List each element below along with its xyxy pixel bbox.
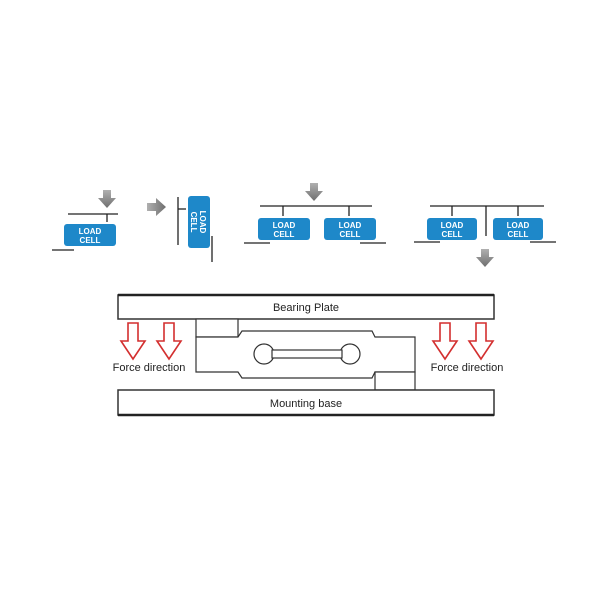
load-cell-line2: CELL xyxy=(80,236,101,245)
binocular-hole-right xyxy=(339,343,361,365)
load-cell-badge: LOAD CELL xyxy=(427,218,477,240)
load-cell-badge: LOAD CELL xyxy=(493,218,543,240)
bottom-spacer xyxy=(374,371,416,391)
binocular-hole-left xyxy=(253,343,275,365)
mounting-base: Mounting base xyxy=(117,389,495,417)
force-arrow-icon xyxy=(155,322,183,361)
load-cell-line2: CELL xyxy=(274,230,295,239)
config-single-top: LOAD CELL xyxy=(52,190,118,251)
load-cell-line2: CELL xyxy=(340,230,361,239)
down-arrow-icon xyxy=(305,183,323,201)
force-arrows-left: Force direction xyxy=(113,322,186,374)
force-arrow-icon xyxy=(467,322,495,361)
load-cell-line1: LOAD xyxy=(198,211,207,234)
load-cell-badge: LOAD CELL xyxy=(258,218,310,240)
force-arrow-icon xyxy=(119,322,147,361)
mounting-detail: Bearing Plate Mounting base Force direct… xyxy=(113,293,504,417)
top-spacer xyxy=(195,318,239,338)
force-arrows-right: Force direction xyxy=(431,322,504,374)
binocular-slot xyxy=(271,349,343,359)
down-arrow-icon xyxy=(476,249,494,267)
force-direction-left-label: Force direction xyxy=(113,362,186,374)
load-cell-badge: LOAD CELL xyxy=(64,224,116,246)
bearing-plate: Bearing Plate xyxy=(117,293,495,320)
load-cell-line1: LOAD xyxy=(79,227,102,236)
config-double-bottom: LOAD CELL LOAD CELL xyxy=(414,205,556,267)
force-direction-right-label: Force direction xyxy=(431,362,504,374)
load-cell-line1: LOAD xyxy=(441,221,464,230)
load-cell-line1: LOAD xyxy=(507,221,530,230)
mounting-base-label: Mounting base xyxy=(270,398,342,410)
right-arrow-icon xyxy=(147,198,166,216)
load-cell-line1: LOAD xyxy=(339,221,362,230)
bearing-plate-label: Bearing Plate xyxy=(273,302,339,314)
config-side: LOAD CELL xyxy=(147,196,213,262)
down-arrow-icon xyxy=(98,190,116,208)
load-cell-badge: LOAD CELL xyxy=(324,218,376,240)
force-arrow-icon xyxy=(431,322,459,361)
config-double-top: LOAD CELL LOAD CELL xyxy=(244,183,386,244)
load-cell-line1: LOAD xyxy=(273,221,296,230)
load-cell-line2: CELL xyxy=(189,212,198,233)
load-cell-line2: CELL xyxy=(508,230,529,239)
load-cell-badge-vertical: LOAD CELL xyxy=(188,196,210,248)
load-cell-beam xyxy=(195,318,416,391)
load-cell-line2: CELL xyxy=(442,230,463,239)
